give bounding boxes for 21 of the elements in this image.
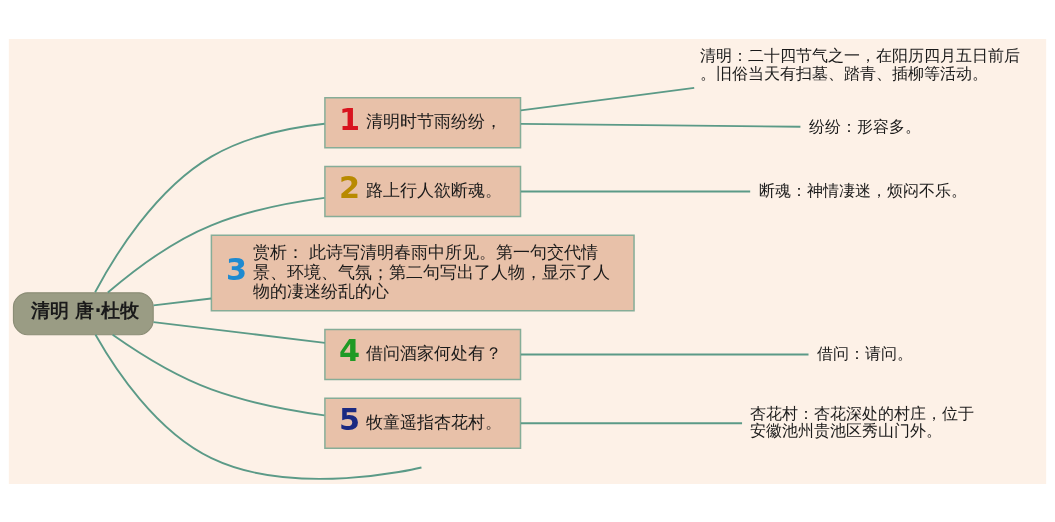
node-box: 1 清明时节雨纷纷， (324, 96, 522, 149)
node-box: 2 路上行人欲断魂。 (324, 165, 522, 217)
connector (152, 297, 213, 306)
node-text: 杏花村：杏花深处的村庄，位于安徽池州贵池区秀山门外。 (750, 403, 975, 440)
node-box: 清明 唐·杜牧 (12, 291, 154, 335)
node-text: 借问：请问。 (816, 343, 913, 363)
node-text: 清明：二十四节气之一，在阳历四月五日前后。旧俗当天有扫墓、踏青、插柳等活动。 (700, 45, 1021, 83)
connector (519, 353, 810, 355)
connector (519, 421, 743, 424)
connector (94, 122, 326, 293)
node-box: 4 借问酒家何处有？ (324, 328, 522, 380)
connector (519, 190, 752, 192)
connector (111, 333, 326, 416)
connector (94, 333, 423, 480)
node-text: 断魂：神情凄迷，烦闷不乐。 (758, 180, 967, 200)
connector (519, 86, 696, 111)
node-box: 5 牧童遥指杏花村。 (324, 396, 522, 449)
node-text: 纷纷：形容多。 (808, 116, 921, 136)
connector (152, 320, 326, 344)
connector (519, 122, 802, 128)
connector (106, 196, 326, 293)
